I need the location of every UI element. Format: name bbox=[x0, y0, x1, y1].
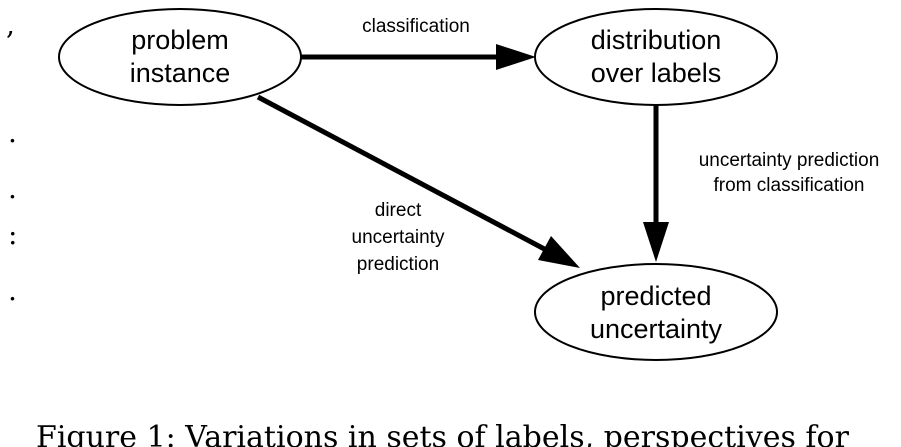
edge-classification: classification bbox=[301, 16, 536, 70]
edge-classification-arrowhead bbox=[496, 44, 536, 70]
node-distribution-over-labels-ellipse bbox=[534, 8, 778, 106]
node-predicted-uncertainty: predicted uncertainty bbox=[534, 263, 778, 361]
margin-glyph: . bbox=[8, 116, 17, 149]
node-distribution-over-labels-label-line2: over labels bbox=[591, 58, 722, 88]
margin-glyph: , bbox=[6, 8, 15, 41]
node-problem-instance-label-line2: instance bbox=[130, 58, 231, 88]
edge-direct-uncertainty-prediction-arrowhead bbox=[538, 236, 580, 268]
edge-direct-uncertainty-prediction-line bbox=[256, 94, 552, 255]
margin-glyph: : bbox=[8, 218, 17, 251]
margin-glyph: . bbox=[8, 274, 17, 307]
left-margin-fragments: , . . : . bbox=[6, 8, 17, 307]
node-problem-instance: problem instance bbox=[58, 8, 302, 106]
node-predicted-uncertainty-label-line2: uncertainty bbox=[590, 314, 723, 344]
node-problem-instance-ellipse bbox=[58, 8, 302, 106]
edge-uncertainty-from-classification-label-line1: uncertainty prediction bbox=[699, 150, 880, 171]
edge-direct-uncertainty-prediction-label-line2: uncertainty bbox=[352, 227, 445, 248]
edge-uncertainty-from-classification: uncertainty prediction from classificati… bbox=[643, 105, 879, 262]
edge-direct-uncertainty-prediction-label-line3: prediction bbox=[357, 254, 439, 275]
node-predicted-uncertainty-label-line1: predicted bbox=[600, 281, 711, 311]
node-distribution-over-labels: distribution over labels bbox=[534, 8, 778, 106]
node-problem-instance-label-line1: problem bbox=[131, 25, 229, 55]
edge-uncertainty-from-classification-label-line2: from classification bbox=[714, 175, 865, 196]
edge-classification-label: classification bbox=[362, 16, 470, 37]
margin-glyph: . bbox=[8, 172, 17, 205]
node-predicted-uncertainty-ellipse bbox=[534, 263, 778, 361]
figure-caption: Figure 1: Variations in sets of labels, … bbox=[36, 420, 850, 447]
node-distribution-over-labels-label-line1: distribution bbox=[591, 25, 722, 55]
edge-direct-uncertainty-prediction: direct uncertainty prediction bbox=[256, 94, 580, 275]
edge-direct-uncertainty-prediction-label-line1: direct bbox=[375, 200, 422, 221]
edge-uncertainty-from-classification-arrowhead bbox=[643, 222, 669, 262]
